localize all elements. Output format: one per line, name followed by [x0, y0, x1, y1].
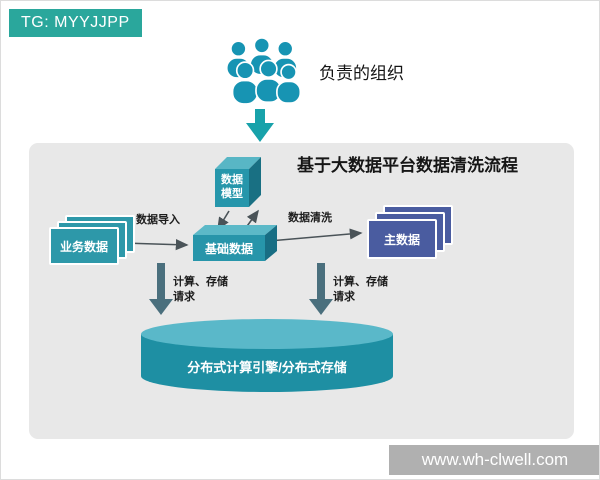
sheet-icon: 业务数据: [49, 227, 119, 265]
people-group-icon: [225, 37, 302, 105]
watermark-text: www.wh-clwell.com: [421, 450, 569, 469]
node-business-data-label: 业务数据: [59, 239, 108, 254]
label-request-right: 计算、存储请求: [333, 276, 388, 303]
label-request-left: 计算、存储请求: [173, 276, 228, 303]
diagram-panel: 基于大数据平台数据清洗流程 数据模型: [29, 143, 574, 439]
node-base-data-label: 基础数据: [204, 241, 253, 256]
slab-icon: [193, 225, 277, 261]
node-storage-engine-label: 分布式计算引擎/分布式存储: [187, 360, 347, 375]
node-business-data: 业务数据: [49, 215, 135, 269]
down-arrow-icon: [246, 109, 274, 142]
node-data-model: 数据模型: [215, 155, 261, 209]
thick-arrow-right: [309, 263, 333, 315]
node-master-data: 主数据: [367, 205, 453, 259]
label-data-clean: 数据清洗: [288, 212, 332, 224]
diagram-title: 基于大数据平台数据清洗流程: [297, 156, 518, 175]
watermark-bar: www.wh-clwell.com: [389, 445, 599, 475]
org-label: 负责的组织: [319, 64, 404, 83]
edge-data-clean: [268, 228, 363, 242]
node-storage-engine: 分布式计算引擎/分布式存储: [141, 319, 393, 399]
thick-arrow-left: [149, 263, 173, 315]
sheet-icon: 主数据: [367, 219, 437, 259]
cube-icon: [215, 157, 261, 207]
node-data-model-label: 数据模型: [221, 174, 243, 200]
tg-badge: TG: MYYJJPP: [9, 9, 142, 37]
label-data-import: 数据导入: [136, 214, 180, 226]
cylinder-top: [141, 319, 393, 349]
node-master-data-label: 主数据: [383, 232, 420, 247]
node-base-data: 基础数据: [193, 225, 277, 261]
